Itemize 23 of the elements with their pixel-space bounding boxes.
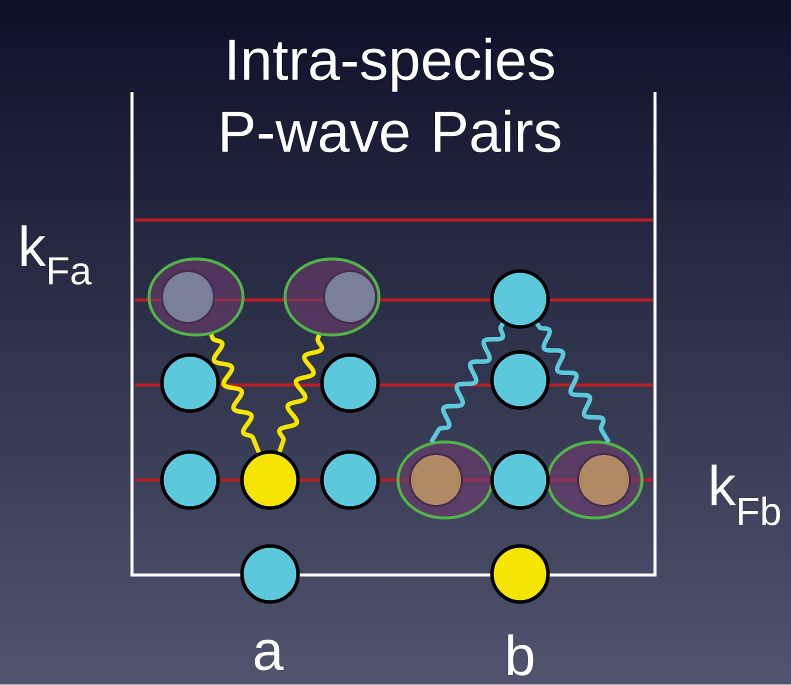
particle-circle [490,350,550,410]
hole-circle [409,453,463,507]
particle-circle [490,544,550,604]
particle-circle [160,450,220,510]
particle-circle [490,450,550,510]
column-label: b [508,634,534,676]
particle-circle [240,544,300,604]
column-label: a [254,640,284,670]
axis-label: k$_{Fa}$ [22,225,92,285]
particle-circle [320,450,380,510]
wavy-line [535,322,611,444]
hole-circle [161,270,215,324]
particle-circle [490,269,550,329]
particle-circle [160,353,220,413]
wavy-line [209,334,261,454]
particle-circle [320,353,380,413]
wavy-line [429,322,506,444]
particle-circle [240,450,300,510]
wavy-line [277,334,324,453]
hole-circle [323,270,377,324]
hole-circle [577,453,632,507]
axis-label: k$_{Fb}$ [712,464,780,526]
title: Intra-species P-wave Pairs [222,38,560,152]
